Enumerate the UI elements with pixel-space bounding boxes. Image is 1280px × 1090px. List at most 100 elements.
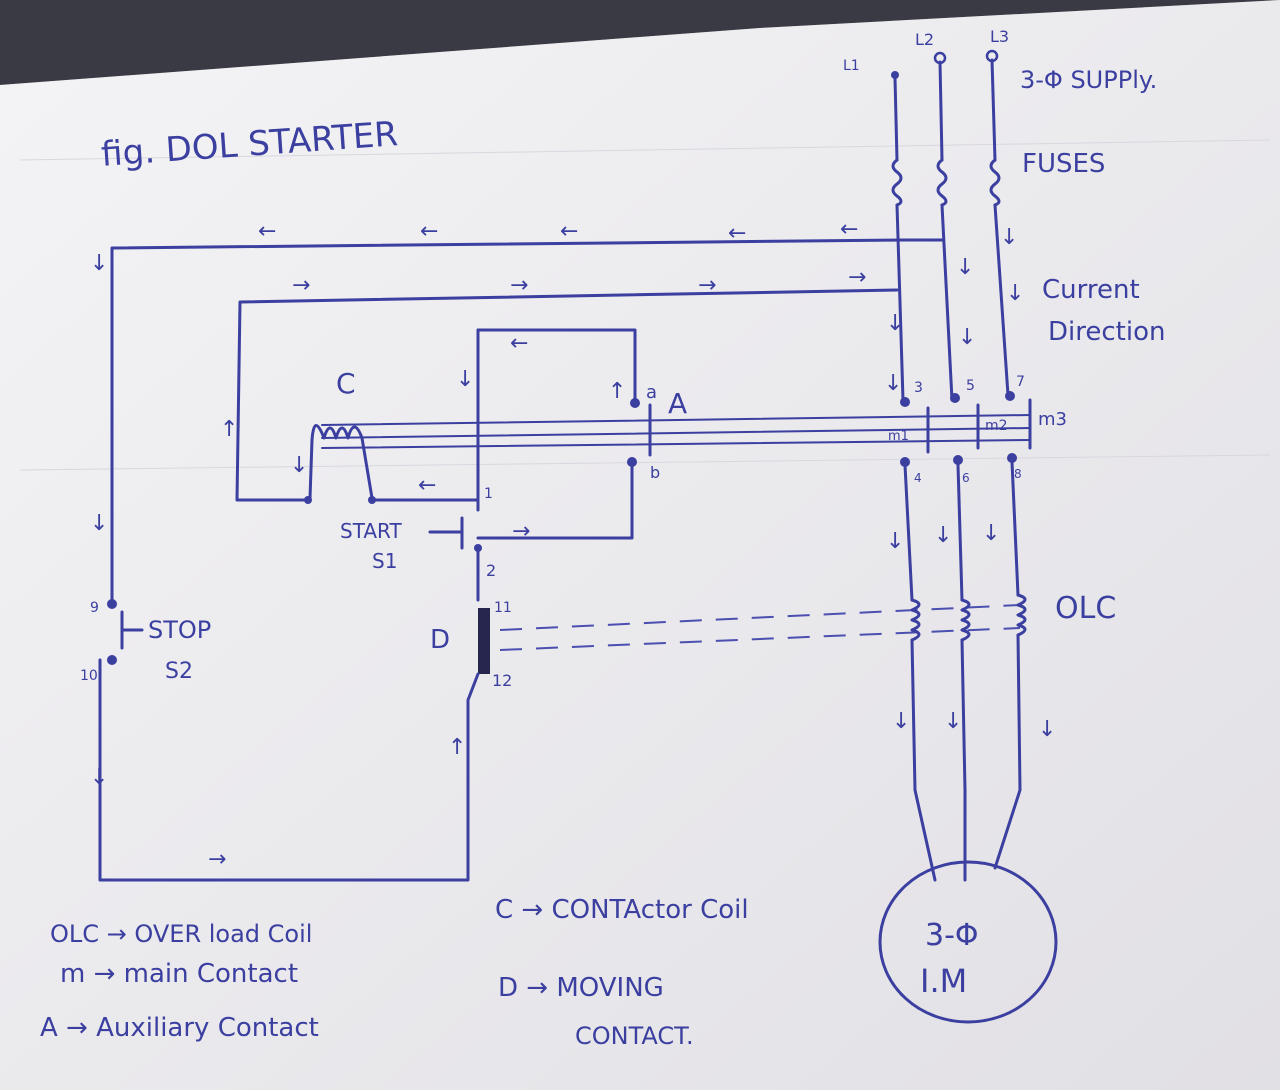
olc-linkage-top: [499, 604, 1021, 631]
stop-label: STOP: [148, 616, 211, 644]
svg-text:→: →: [848, 265, 866, 290]
motor-circle: [878, 860, 1058, 1024]
t8-label: 8: [1014, 467, 1022, 481]
m2-label: m2: [985, 418, 1008, 434]
stop-sub-label: S2: [165, 659, 193, 684]
supply-l1-label: L1: [843, 58, 860, 74]
fuses-label: FUSES: [1022, 149, 1105, 179]
svg-text:↓: ↓: [884, 371, 902, 396]
svg-text:←: ←: [420, 219, 438, 244]
line-l3: [990, 58, 1010, 397]
line-phase1-out: [903, 463, 937, 882]
svg-text:←: ←: [258, 219, 276, 244]
aux-wire-bottom: [476, 460, 634, 540]
svg-text:↓: ↓: [90, 511, 108, 536]
olc-label: OLC: [1055, 591, 1116, 626]
svg-text:→: →: [510, 273, 528, 298]
legend: OLC → OVER load Coil m → main Contact A …: [40, 895, 749, 1050]
start-t2-label: 2: [486, 561, 496, 580]
t3-label: 3: [914, 380, 923, 396]
olc-linkage-bottom: [499, 627, 1021, 651]
coil-label: C: [336, 367, 356, 400]
svg-text:↑: ↑: [220, 417, 238, 442]
svg-text:↓: ↓: [290, 453, 308, 478]
control-wire-top: [110, 238, 905, 602]
legend-moving-contact: CONTACT.: [575, 1022, 694, 1050]
current-direction-arrows: ← ← ← ← ← → → → → ← ← → → ↓ ↑ ↓ ↓ ↓ ↓ ↑ ↑ ↓ ↓ ↓ ↓ ↓ ↓ ↓ ↓ ↓…: [90, 217, 1056, 872]
control-wire-return: [235, 288, 899, 502]
svg-text:←: ←: [840, 217, 858, 242]
m3-label: m3: [1038, 409, 1067, 430]
t5-label: 5: [966, 378, 975, 394]
line-l1: [893, 76, 905, 402]
line-l2: [938, 60, 954, 402]
aux-terminal-b: [627, 457, 637, 467]
current-direction-line2: Direction: [1048, 317, 1165, 347]
svg-text:↓: ↓: [944, 709, 962, 734]
svg-text:→: →: [698, 273, 716, 298]
stop-terminal-9: [107, 599, 117, 609]
motor-line2: I.M: [920, 962, 967, 1000]
svg-text:↓: ↓: [90, 765, 108, 790]
t4-label: 4: [914, 471, 922, 485]
start-label: START: [340, 519, 402, 543]
mechanical-linkage: [321, 414, 1031, 449]
svg-text:←: ←: [510, 331, 528, 356]
moving-contact-d: [478, 608, 490, 674]
direction-arrow-icon: ↓: [1006, 281, 1024, 306]
svg-text:↓: ↓: [958, 325, 976, 350]
m1-label: m1: [888, 429, 909, 444]
svg-text:↓: ↓: [892, 709, 910, 734]
svg-text:↑: ↑: [448, 735, 466, 760]
control-wire-bottom: [98, 658, 480, 882]
supply-l2-label: L2: [915, 30, 934, 49]
overload-coils: [910, 593, 1027, 642]
aux-terminal-a: [630, 398, 640, 408]
svg-text:↓: ↓: [886, 529, 904, 554]
line-phase3-out: [993, 460, 1022, 870]
svg-text:→: →: [512, 519, 530, 544]
svg-text:↓: ↓: [1038, 717, 1056, 742]
supply-label: 3-Φ SUPPly.: [1020, 66, 1157, 94]
legend-olc: OLC → OVER load Coil: [50, 920, 312, 948]
legend-moving: D → MOVING: [498, 973, 664, 1003]
svg-text:→: →: [292, 273, 310, 298]
stop-t9-label: 9: [90, 600, 99, 616]
legend-main-contact: m → main Contact: [60, 959, 298, 989]
t7-label: 7: [1016, 374, 1025, 390]
line-phase2-out: [956, 463, 967, 882]
aux-b-label: b: [650, 463, 660, 482]
svg-text:←: ←: [560, 219, 578, 244]
fuses: [891, 158, 1001, 207]
svg-text:←: ←: [418, 473, 436, 498]
aux-wire-top: [476, 328, 637, 402]
aux-a-label: a: [646, 382, 657, 403]
svg-text:↑: ↑: [608, 379, 626, 404]
svg-text:→: →: [208, 847, 226, 872]
start-t1-label: 1: [484, 486, 493, 502]
legend-contactor-coil: C → CONTActor Coil: [495, 895, 749, 925]
svg-text:↓: ↓: [934, 523, 952, 548]
t6-label: 6: [962, 471, 970, 485]
svg-text:↓: ↓: [1000, 225, 1018, 250]
svg-text:↓: ↓: [90, 251, 108, 276]
svg-text:↓: ↓: [982, 521, 1000, 546]
moving-t11-label: 11: [494, 600, 512, 616]
svg-text:↓: ↓: [886, 311, 904, 336]
svg-text:←: ←: [728, 221, 746, 246]
svg-text:↓: ↓: [456, 367, 474, 392]
svg-text:↓: ↓: [956, 255, 974, 280]
l1-terminal: [891, 71, 899, 79]
start-sub-label: S1: [372, 549, 397, 573]
moving-label: D: [430, 625, 450, 655]
supply-l3-label: L3: [990, 27, 1009, 46]
aux-label: A: [668, 387, 687, 420]
legend-aux-contact: A → Auxiliary Contact: [40, 1013, 319, 1043]
main-contacts: [900, 391, 1032, 467]
moving-t12-label: 12: [492, 671, 512, 690]
stop-t10-label: 10: [80, 668, 98, 684]
stop-terminal-10: [107, 655, 117, 665]
motor-line1: 3-Φ: [925, 918, 979, 953]
